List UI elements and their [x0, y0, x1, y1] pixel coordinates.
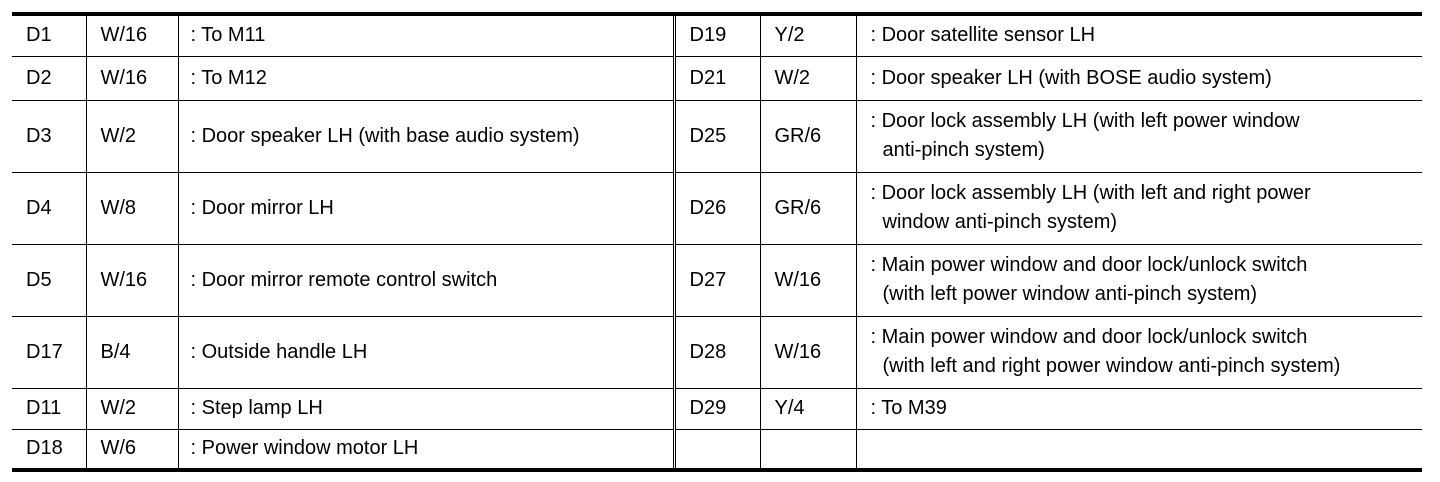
connector-description: : Main power window and door lock/unlock… [855, 315, 1422, 389]
connector-code: D2 [12, 55, 87, 101]
wire-spec: W/16 [759, 315, 857, 389]
description-line: : Door satellite sensor LH [870, 24, 1096, 47]
connector-description: : Main power window and door lock/unlock… [855, 243, 1422, 317]
connector-description: : Door satellite sensor LH [855, 13, 1422, 57]
wire-spec: W/2 [85, 387, 179, 430]
connector-table: D1 W/16 : To M11 D19 Y/2 : Door satellit… [12, 12, 1422, 472]
description-line: : To M11 [190, 24, 266, 47]
wire-spec: GR/6 [759, 99, 857, 173]
table-row: D11 W/2 : Step lamp LH D29 Y/4 : To M39 [12, 387, 1422, 430]
connector-code: D3 [12, 99, 87, 173]
wire-spec: W/16 [85, 13, 179, 57]
connector-description: : Outside handle LH [177, 315, 676, 389]
connector-code: D4 [12, 171, 87, 245]
connector-description: : Step lamp LH [177, 387, 676, 430]
connector-code: D26 [673, 171, 761, 245]
wire-spec: W/16 [759, 243, 857, 317]
connector-description: : Power window motor LH [177, 428, 676, 471]
wire-spec: Y/4 [759, 387, 857, 430]
wire-spec: W/16 [85, 243, 179, 317]
connector-description: : Door mirror LH [177, 171, 676, 245]
description-line: : Main power window and door lock/unlock… [870, 254, 1308, 276]
connector-code: D5 [12, 243, 87, 317]
connector-description: : Door speaker LH (with base audio syste… [177, 99, 676, 173]
table-row: D4 W/8 : Door mirror LH D26 GR/6 : Door … [12, 171, 1422, 245]
connector-description: : Door lock assembly LH (with left and r… [855, 171, 1422, 245]
wire-spec: B/4 [85, 315, 179, 389]
description-line: : Door mirror remote control switch [190, 268, 498, 291]
connector-description: : Door mirror remote control switch [177, 243, 676, 317]
description-line: : Door mirror LH [190, 196, 334, 219]
connector-description: : Door lock assembly LH (with left power… [855, 99, 1422, 173]
connector-code: D11 [12, 387, 87, 430]
connector-code [673, 428, 761, 471]
connector-description: : Door speaker LH (with BOSE audio syste… [855, 55, 1422, 101]
table-row: D5 W/16 : Door mirror remote control swi… [12, 243, 1422, 317]
connector-description: : To M11 [177, 13, 676, 57]
table-row: D2 W/16 : To M12 D21 W/2 : Door speaker … [12, 55, 1422, 101]
connector-code: D17 [12, 315, 87, 389]
connector-code: D1 [12, 13, 87, 57]
description-line: : Main power window and door lock/unlock… [870, 326, 1308, 348]
description-line: : Door speaker LH (with base audio syste… [190, 124, 580, 147]
description-line: window anti-pinch system) [882, 211, 1118, 233]
table-row: D18 W/6 : Power window motor LH [12, 428, 1422, 471]
description-line: : Door speaker LH (with BOSE audio syste… [870, 66, 1272, 89]
table-row: D1 W/16 : To M11 D19 Y/2 : Door satellit… [12, 13, 1422, 57]
description-line: : Door lock assembly LH (with left power… [870, 110, 1300, 132]
connector-code: D21 [673, 55, 761, 101]
connector-list-sheet: D1 W/16 : To M11 D19 Y/2 : Door satellit… [12, 12, 1422, 472]
wire-spec: W/2 [759, 55, 857, 101]
connector-code: D25 [673, 99, 761, 173]
table-row: D3 W/2 : Door speaker LH (with base audi… [12, 99, 1422, 173]
description-line: : Step lamp LH [190, 397, 323, 419]
description-line: : To M39 [870, 397, 947, 419]
description-line: : To M12 [190, 66, 267, 89]
wire-spec: GR/6 [759, 171, 857, 245]
description-line: anti-pinch system) [882, 139, 1045, 161]
description-line: (with left power window anti-pinch syste… [882, 283, 1258, 305]
connector-code: D27 [673, 243, 761, 317]
description-line: : Outside handle LH [190, 340, 368, 363]
connector-code: D28 [673, 315, 761, 389]
wire-spec: W/6 [85, 428, 179, 471]
connector-code: D19 [673, 13, 761, 57]
connector-description: : To M12 [177, 55, 676, 101]
connector-code: D18 [12, 428, 87, 471]
wire-spec: W/2 [85, 99, 179, 173]
wire-spec: W/8 [85, 171, 179, 245]
description-line: (with left and right power window anti-p… [882, 355, 1341, 377]
description-line: : Door lock assembly LH (with left and r… [870, 182, 1311, 204]
connector-description: : To M39 [855, 387, 1422, 430]
connector-code: D29 [673, 387, 761, 430]
wire-spec: W/16 [85, 55, 179, 101]
wire-spec: Y/2 [759, 13, 857, 57]
wire-spec [759, 428, 857, 471]
description-line: : Power window motor LH [190, 437, 419, 460]
table-row: D17 B/4 : Outside handle LH D28 W/16 : M… [12, 315, 1422, 389]
connector-description [855, 428, 1422, 471]
